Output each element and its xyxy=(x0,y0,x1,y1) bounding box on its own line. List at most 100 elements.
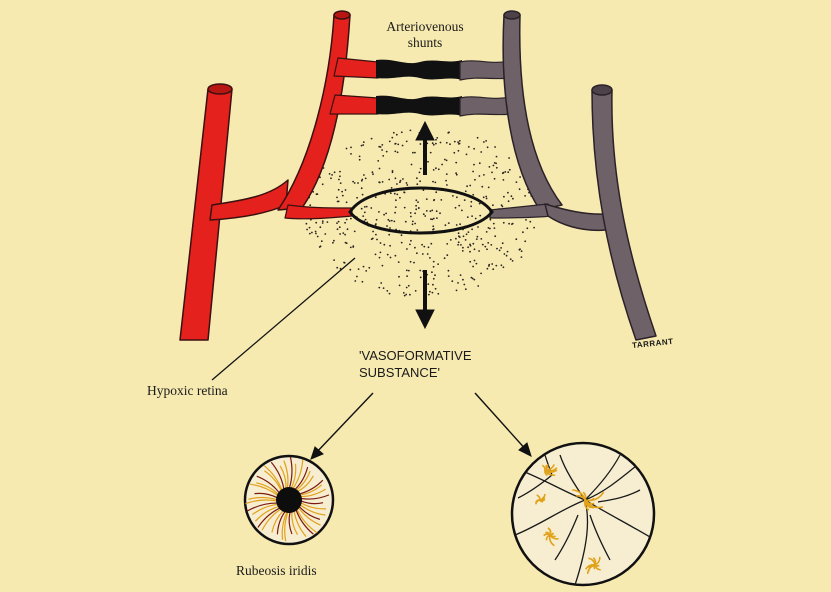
stipple-dot xyxy=(386,225,388,227)
stipple-dot xyxy=(490,244,492,246)
stipple-dot xyxy=(465,288,467,290)
artery-to-capillary xyxy=(285,205,352,219)
stipple-dot xyxy=(462,250,464,252)
stipple-dot xyxy=(405,294,407,296)
stipple-dot xyxy=(344,234,346,236)
stipple-dot xyxy=(494,162,496,164)
stipple-dot xyxy=(456,174,458,176)
stipple-dot xyxy=(491,172,493,174)
stipple-dot xyxy=(336,197,338,199)
stipple-dot xyxy=(466,233,468,235)
artery-main-lumen xyxy=(334,11,350,19)
vein-main-vessel xyxy=(503,15,562,210)
stipple-dot xyxy=(448,131,450,133)
stipple-dot xyxy=(468,146,470,148)
stipple-dot xyxy=(398,261,400,263)
stipple-dot xyxy=(492,268,494,270)
stipple-dot xyxy=(306,229,308,231)
stipple-dot xyxy=(362,281,364,283)
stipple-dot xyxy=(395,177,397,179)
stipple-dot xyxy=(452,195,454,197)
stipple-dot xyxy=(359,156,361,158)
stipple-dot xyxy=(446,254,448,256)
stipple-dot xyxy=(474,179,476,181)
stipple-dot xyxy=(329,173,331,175)
stipple-dot xyxy=(503,222,505,224)
stipple-dot xyxy=(415,205,417,207)
stipple-dot xyxy=(399,197,401,199)
stipple-dot xyxy=(394,151,396,153)
stipple-dot xyxy=(486,231,488,233)
arrow-to-iris-shaft xyxy=(314,393,373,455)
stipple-dot xyxy=(488,187,490,189)
stipple-dot xyxy=(433,144,435,146)
stipple-dot xyxy=(493,165,495,167)
stipple-dot xyxy=(448,270,450,272)
stipple-dot xyxy=(440,199,442,201)
stipple-dot xyxy=(436,137,438,139)
stipple-dot xyxy=(400,180,402,182)
stipple-dot xyxy=(432,225,434,227)
stipple-dot xyxy=(395,199,397,201)
stipple-dot xyxy=(428,246,430,248)
vein-tree xyxy=(460,11,656,340)
stipple-dot xyxy=(338,201,340,203)
stipple-dot xyxy=(458,150,460,152)
stipple-dot xyxy=(486,198,488,200)
stipple-dot xyxy=(383,244,385,246)
stipple-dot xyxy=(494,146,496,148)
stipple-dot xyxy=(357,182,359,184)
stipple-dot xyxy=(433,266,435,268)
stipple-dot xyxy=(458,143,460,145)
stipple-dot xyxy=(500,247,502,249)
stipple-dot xyxy=(385,213,387,215)
stipple-dot xyxy=(433,278,435,280)
stipple-dot xyxy=(468,231,470,233)
stipple-dot xyxy=(317,236,319,238)
rubeosis-iridis-label: Rubeosis iridis xyxy=(236,563,317,579)
stipple-dot xyxy=(429,291,431,293)
stipple-dot xyxy=(529,221,531,223)
stipple-dot xyxy=(334,171,336,173)
arrow-to-fundus-shaft xyxy=(475,393,528,452)
stipple-dot xyxy=(475,218,477,220)
artery-tree xyxy=(180,11,378,340)
stipple-dot xyxy=(354,231,356,233)
stipple-dot xyxy=(382,265,384,267)
stipple-dot xyxy=(315,233,317,235)
stipple-dot xyxy=(461,210,463,212)
stipple-dot xyxy=(501,264,503,266)
stipple-dot xyxy=(450,239,452,241)
stipple-dot xyxy=(345,189,347,191)
stipple-dot xyxy=(463,235,465,237)
stipple-dot xyxy=(487,268,489,270)
stipple-dot xyxy=(414,223,416,225)
stipple-dot xyxy=(432,292,434,294)
stipple-dot xyxy=(459,236,461,238)
stipple-dot xyxy=(512,223,514,225)
stipple-dot xyxy=(411,164,413,166)
stipple-dot xyxy=(370,207,372,209)
stipple-dot xyxy=(434,182,436,184)
down-arrow-head xyxy=(416,310,434,328)
stipple-dot xyxy=(474,248,476,250)
stipple-dot xyxy=(524,195,526,197)
stipple-dot xyxy=(446,184,448,186)
pupil xyxy=(276,487,302,513)
stipple-dot xyxy=(416,252,418,254)
stipple-dot xyxy=(406,141,408,143)
stipple-dot xyxy=(395,206,397,208)
stipple-dot xyxy=(339,171,341,173)
stipple-dot xyxy=(338,179,340,181)
stipple-dot xyxy=(372,231,374,233)
stipple-dot xyxy=(441,164,443,166)
stipple-dot xyxy=(350,153,352,155)
stipple-dot xyxy=(352,245,354,247)
stipple-dot xyxy=(332,242,334,244)
shunts-label-line2: shunts xyxy=(370,35,480,51)
stipple-dot xyxy=(389,227,391,229)
stipple-dot xyxy=(394,143,396,145)
stipple-dot xyxy=(339,233,341,235)
stipple-dot xyxy=(490,219,492,221)
stipple-dot xyxy=(352,181,354,183)
